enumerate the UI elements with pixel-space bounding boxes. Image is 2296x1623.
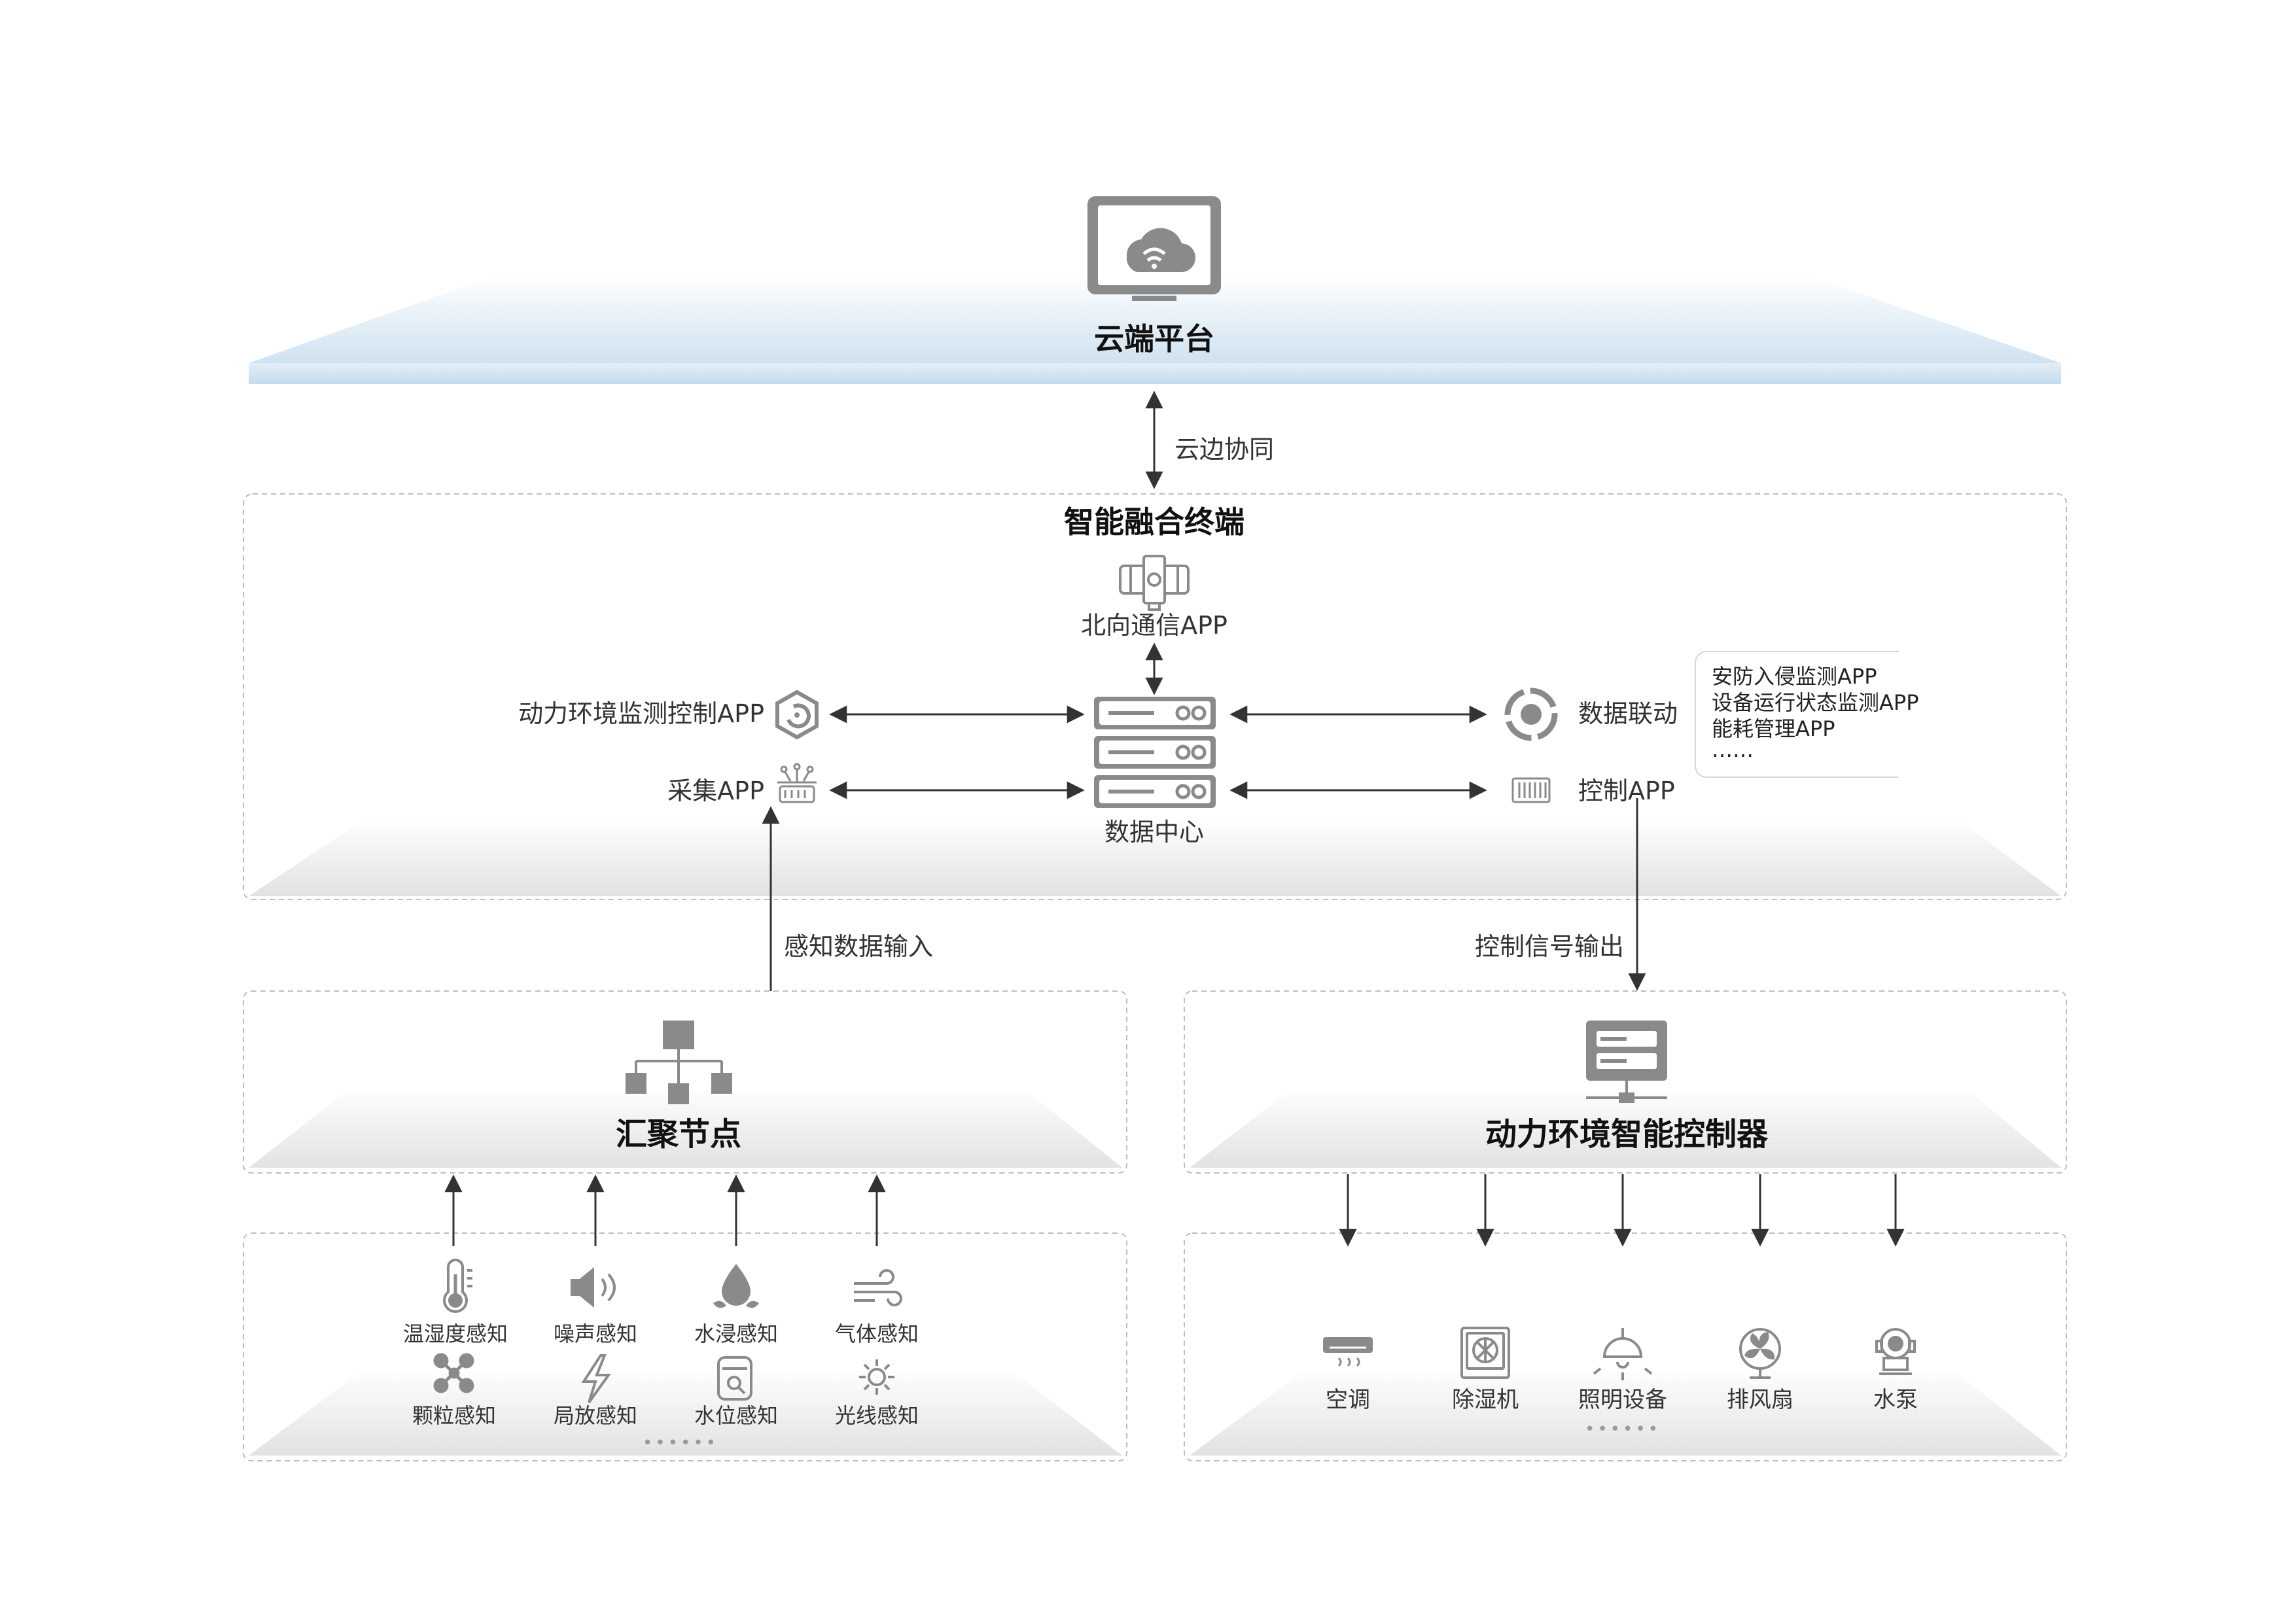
- device-label: 除湿机: [1452, 1387, 1519, 1413]
- thermometer-icon: [443, 1259, 472, 1313]
- water-level-icon: [717, 1356, 752, 1401]
- air-conditioner-icon: [1323, 1337, 1373, 1367]
- device-label: 排风扇: [1727, 1387, 1793, 1413]
- sensor-input-label: 感知数据输入: [784, 932, 934, 961]
- aggregation-panel: [243, 990, 1127, 1174]
- control-app-label: 控制APP: [1578, 777, 1675, 805]
- sensor-label: 水位感知: [694, 1403, 779, 1428]
- speaker-icon: [571, 1267, 616, 1308]
- collect-app-label: 采集APP: [667, 777, 764, 805]
- device-label: 空调: [1326, 1387, 1370, 1413]
- hexagon-app-icon: [775, 689, 819, 740]
- terminal-panel: [243, 493, 2067, 900]
- device-label: 照明设备: [1578, 1387, 1667, 1413]
- controller-title: 动力环境智能控制器: [1485, 1116, 1769, 1153]
- control-panel-icon: [1511, 777, 1551, 803]
- water-drop-icon: [713, 1264, 759, 1308]
- fan-icon: [1739, 1328, 1781, 1379]
- lightning-icon: [581, 1354, 611, 1404]
- sensor-more-dots: ••••••: [642, 1433, 719, 1453]
- lamp-icon: [1593, 1328, 1653, 1380]
- linkage-label: 数据联动: [1578, 699, 1678, 728]
- flow-arrows: [444, 391, 1905, 1247]
- terminal-title: 智能融合终端: [1064, 504, 1245, 540]
- callout-line: 安防入侵监测APP: [1712, 664, 1877, 689]
- north-app-label: 北向通信APP: [1081, 611, 1227, 640]
- pump-icon: [1875, 1328, 1916, 1375]
- sensor-label: 颗粒感知: [412, 1403, 497, 1428]
- sensor-label: 局放感知: [553, 1403, 638, 1428]
- sun-icon: [859, 1359, 894, 1395]
- wind-icon: [854, 1269, 902, 1306]
- cloud-monitor-icon: [1087, 196, 1221, 301]
- callout-line: ……: [1712, 737, 1754, 762]
- cloud-edge-label: 云边协同: [1174, 435, 1275, 464]
- server-controller-icon: [1586, 1021, 1667, 1103]
- sensor-label: 光线感知: [834, 1403, 919, 1428]
- sensor-label: 温湿度感知: [402, 1321, 508, 1346]
- cloud-platform-plate: [249, 275, 2061, 384]
- sync-linkage-icon: [1504, 688, 1558, 741]
- callout-line: 设备运行状态监测APP: [1712, 690, 1919, 715]
- data-center-server-icon: [1094, 697, 1216, 808]
- network-hierarchy-icon: [626, 1021, 732, 1104]
- dehumidifier-icon: [1460, 1327, 1510, 1379]
- sensors-panel: [243, 1232, 1127, 1461]
- sensor-label: 气体感知: [834, 1321, 919, 1346]
- control-output-label: 控制信号输出: [1474, 932, 1624, 961]
- particle-icon: [433, 1353, 474, 1393]
- sensor-label: 水浸感知: [694, 1321, 779, 1346]
- aggregation-title: 汇聚节点: [615, 1116, 742, 1153]
- cloud-platform-title: 云端平台: [1094, 321, 1214, 357]
- sensor-label: 噪声感知: [553, 1321, 638, 1346]
- app-callout: 安防入侵监测APP 设备运行状态监测APP 能耗管理APP ……: [1695, 651, 1919, 778]
- device-label: 水泵: [1873, 1387, 1918, 1413]
- data-center-label: 数据中心: [1104, 818, 1205, 846]
- north-comm-icon: [1119, 555, 1190, 611]
- callout-line: 能耗管理APP: [1712, 716, 1835, 741]
- env-app-label: 动力环境监测控制APP: [518, 699, 764, 728]
- controller-panel: [1184, 990, 2067, 1174]
- collect-app-icon: [777, 763, 817, 803]
- device-more-dots: ••••••: [1584, 1420, 1661, 1439]
